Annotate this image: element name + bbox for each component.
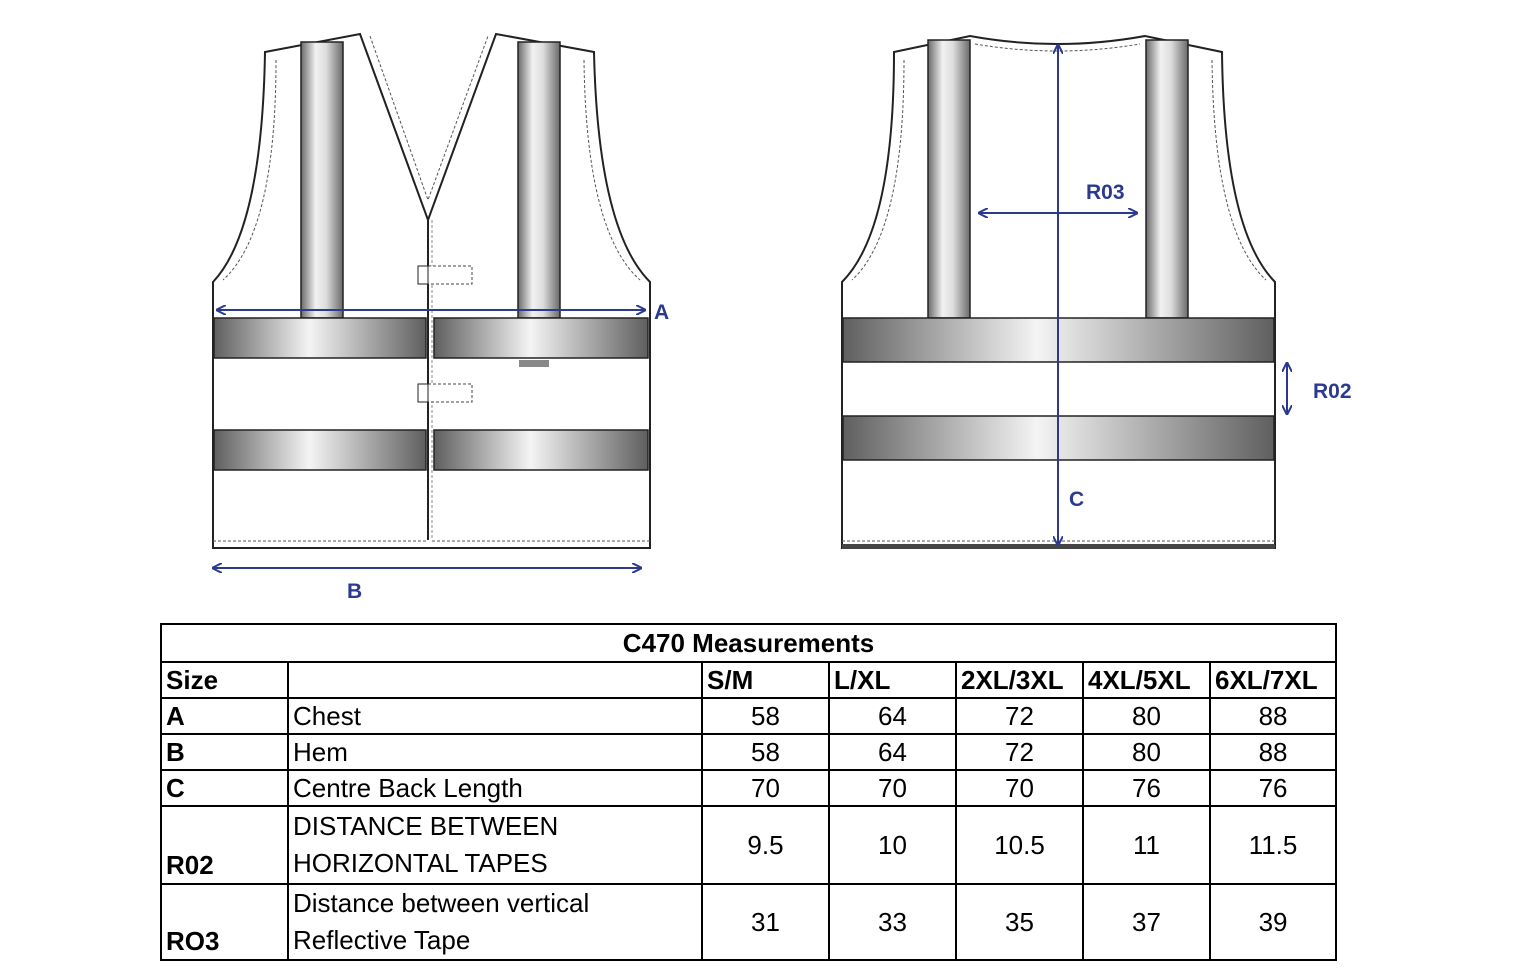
row-value: 10.5: [955, 805, 1084, 885]
row-desc-line: DISTANCE BETWEEN: [293, 811, 559, 841]
row-value: 11.5: [1208, 805, 1338, 885]
row-value: 64: [828, 733, 957, 771]
header-size-col: 4XL/5XL: [1082, 661, 1211, 699]
row-desc: DISTANCE BETWEEN HORIZONTAL TAPES: [287, 805, 703, 885]
row-value: 88: [1208, 733, 1338, 771]
table-title: C470 Measurements: [159, 623, 1338, 663]
header-size-col: S/M: [701, 661, 830, 699]
front-horizontal-tape-lower-left: [213, 429, 427, 471]
table-row: B Hem 58 64 72 80 88: [160, 733, 1338, 771]
row-value: 88: [1208, 697, 1338, 735]
row-desc-line: Reflective Tape: [293, 925, 471, 955]
row-code: R02: [160, 805, 289, 885]
header-size-col: L/XL: [828, 661, 957, 699]
row-value: 70: [955, 769, 1084, 807]
front-vertical-tape-right: [517, 41, 561, 319]
header-desc: [287, 661, 703, 699]
row-desc: Hem: [287, 733, 703, 771]
row-value: 58: [701, 697, 830, 735]
row-value: 35: [955, 883, 1084, 961]
front-horizontal-tape-lower-right: [433, 429, 649, 471]
table-row: C Centre Back Length 70 70 70 76 76: [160, 769, 1338, 807]
row-value: 58: [701, 733, 830, 771]
label-r03: R03: [1086, 181, 1125, 204]
row-value: 31: [701, 883, 830, 961]
row-code: C: [160, 769, 289, 807]
row-code: A: [160, 697, 289, 735]
row-value: 72: [955, 697, 1084, 735]
measurements-table: C470 Measurements Size S/M L/XL 2XL/3XL …: [159, 623, 1338, 961]
row-desc-line: Distance between vertical: [293, 888, 590, 918]
row-value: 72: [955, 733, 1084, 771]
row-value: 64: [828, 697, 957, 735]
row-value: 10: [828, 805, 957, 885]
header-size: Size: [160, 661, 289, 699]
table-row: A Chest 58 64 72 80 88: [160, 697, 1338, 735]
row-desc-line: HORIZONTAL TAPES: [293, 848, 548, 878]
table-row: R02 DISTANCE BETWEEN HORIZONTAL TAPES 9.5…: [160, 805, 1338, 885]
row-value: 70: [828, 769, 957, 807]
front-horizontal-tape-upper-right: [433, 317, 649, 359]
row-value: 76: [1082, 769, 1211, 807]
table-header-row: Size S/M L/XL 2XL/3XL 4XL/5XL 6XL/7XL: [160, 661, 1338, 699]
row-desc: Centre Back Length: [287, 769, 703, 807]
header-size-col: 6XL/7XL: [1208, 661, 1338, 699]
label-a: A: [654, 301, 669, 324]
label-c: C: [1069, 488, 1084, 511]
header-size-col: 2XL/3XL: [955, 661, 1084, 699]
row-value: 76: [1208, 769, 1338, 807]
row-value: 11: [1082, 805, 1211, 885]
vest-diagram: A B C R03 R02: [212, 32, 1352, 603]
row-value: 39: [1208, 883, 1338, 961]
row-value: 80: [1082, 733, 1211, 771]
row-code: RO3: [160, 883, 289, 961]
row-value: 80: [1082, 697, 1211, 735]
dimension-arrows: [214, 46, 1287, 568]
label-b: B: [347, 580, 362, 603]
row-value: 37: [1082, 883, 1211, 961]
back-vertical-tape-right: [1145, 39, 1189, 319]
back-vertical-tape-left: [927, 39, 971, 319]
vest-front: [212, 32, 651, 549]
row-value: 9.5: [701, 805, 830, 885]
front-vertical-tape-left: [300, 41, 344, 319]
front-horizontal-tape-upper-left: [213, 317, 427, 359]
row-code: B: [160, 733, 289, 771]
row-value: 33: [828, 883, 957, 961]
row-desc: Chest: [287, 697, 703, 735]
label-r02: R02: [1313, 380, 1352, 403]
row-value: 70: [701, 769, 830, 807]
vest-label-tag: [519, 360, 549, 367]
